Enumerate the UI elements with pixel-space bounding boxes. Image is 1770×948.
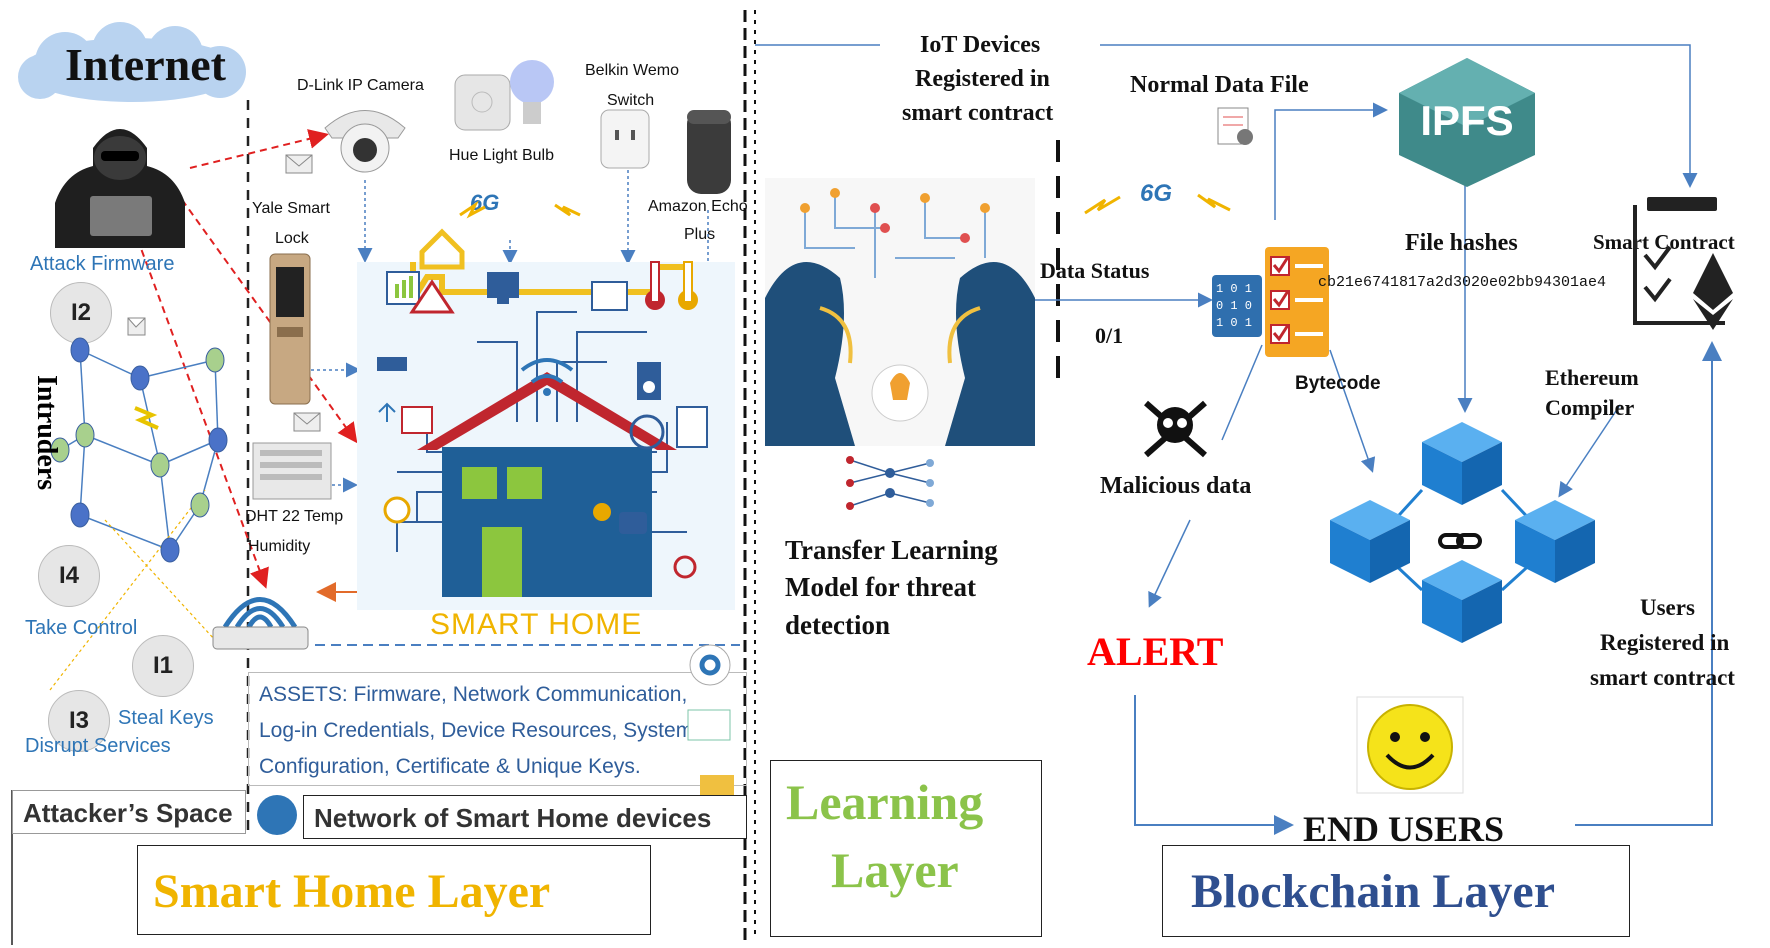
intruder-network-nodes: [50, 317, 228, 563]
end-users-label: END USERS: [1295, 808, 1513, 850]
amazon-label-1: Amazon Echo: [648, 198, 748, 215]
take-control-label: Take Control: [25, 617, 138, 639]
ipfs-logo-icon: IPFS: [1399, 58, 1535, 187]
file-hashes-label: File hashes: [1405, 230, 1518, 256]
email-icon: [285, 154, 313, 174]
malicious-data-label: Malicious data: [1100, 473, 1252, 499]
learning-layer-label-1: Learning: [786, 774, 984, 830]
assets-line-1: ASSETS: Firmware, Network Communication,: [259, 683, 688, 706]
dht-label-1: DHT 22 Temp: [245, 508, 344, 525]
learning-layer-box: Learning Layer: [770, 760, 1042, 937]
alert-label: ALERT: [1087, 629, 1224, 674]
normal-data-label: Normal Data File: [1130, 72, 1309, 98]
signal-bolts-icon: [459, 200, 581, 219]
iot-label-3: smart contract: [902, 100, 1054, 126]
hacker-icon: [55, 129, 185, 248]
binary-icon: 1 0 1 0 1 0 1 0 1: [1212, 275, 1262, 337]
hue-bulb-icon: [454, 60, 554, 131]
users-label-2: Registered in: [1600, 630, 1730, 655]
assets-box: ASSETS: Firmware, Network Communication,…: [248, 672, 747, 786]
ethereum-label-1: Ethereum: [1545, 365, 1639, 390]
disrupt-services-label: Disrupt Services: [25, 735, 171, 757]
yale-label-1: Yale Smart: [252, 200, 330, 217]
yale-label-2: Lock: [275, 230, 309, 247]
intruder-node-i3: I3: [48, 690, 110, 752]
ipfs-text: IPFS: [1420, 97, 1513, 144]
signal-bolts-icon-2: [1084, 193, 1231, 215]
amazon-label-2: Plus: [684, 226, 716, 243]
email-icon-2: [293, 412, 321, 432]
internet-label: Internet: [65, 39, 226, 90]
attacker-space-box: Attacker’s Space: [12, 790, 246, 834]
network-label: Network of Smart Home devices: [314, 803, 712, 833]
users-label-1: Users: [1640, 595, 1695, 620]
network-label-box: Network of Smart Home devices: [303, 795, 747, 839]
bytecode-label: Bytecode: [1295, 373, 1381, 394]
gear-icon: [687, 644, 734, 797]
block-left: [1330, 500, 1410, 583]
6g-badge-chain: 6G: [1140, 180, 1173, 207]
model-label-3: detection: [785, 610, 890, 640]
hash-value: cb21e6741817a2d3020e02bb94301ae4: [1318, 274, 1607, 291]
block-bottom: [1422, 560, 1502, 643]
smiley-face-icon: [1356, 696, 1464, 794]
block-top: [1422, 422, 1502, 505]
data-file-icon: [1217, 107, 1253, 145]
data-status-label: Data Status: [1040, 258, 1150, 283]
blockchain-layer-box: Blockchain Layer: [1162, 845, 1630, 937]
intruder-node-i4: I4: [38, 545, 100, 607]
dlink-camera-label: D-Link IP Camera: [297, 77, 424, 94]
wifi-router-icon: [212, 597, 309, 650]
smart-home-label: SMART HOME: [430, 608, 643, 641]
ethereum-label-2: Compiler: [1545, 395, 1635, 420]
transfer-learning-illustration: [765, 178, 1035, 446]
assets-line-2: Log-in Credentials, Device Resources, Sy…: [259, 719, 694, 742]
belkin-label-2: Switch: [607, 92, 655, 109]
internet-cloud-icon: [18, 22, 246, 102]
intruder-node-i1: I1: [132, 635, 194, 697]
model-label-1: Transfer Learning: [785, 535, 998, 565]
blockchain-layer-label: Blockchain Layer: [1191, 865, 1556, 918]
dht22-sensor-icon: [252, 442, 332, 500]
binary-row-3: 1 0 1: [1216, 316, 1253, 330]
attack-arrow-home: [174, 189, 358, 444]
neural-network-icon: [846, 456, 934, 510]
smart-lock-icon: [269, 253, 311, 405]
attacker-space-label: Attacker’s Space: [23, 798, 233, 828]
block-right: [1515, 500, 1595, 583]
steal-keys-label: Steal Keys: [118, 707, 214, 729]
model-label-2: Model for threat: [785, 572, 976, 602]
echo-speaker-icon: [687, 110, 731, 194]
intruder-node-i2: I2: [50, 282, 112, 344]
attack-arrow-router: [124, 204, 269, 589]
wemo-switch-icon: [600, 109, 650, 169]
avatar: [257, 795, 297, 835]
status-value-label: 0/1: [1095, 323, 1124, 348]
iot-label-1: IoT Devices: [920, 32, 1041, 58]
camera-icon: [324, 110, 406, 173]
smart-contract-icon: [1633, 197, 1733, 330]
users-label-3: smart contract: [1590, 665, 1735, 690]
smart-home-layer-label: Smart Home Layer: [153, 865, 551, 918]
smart-home-illustration: [377, 228, 708, 597]
blockchain-network-icon: [1330, 422, 1595, 643]
attack-firmware-label: Attack Firmware: [30, 253, 175, 275]
smart-contract-label: Smart Contract: [1593, 230, 1735, 254]
hue-label: Hue Light Bulb: [449, 147, 554, 164]
iot-label-2: Registered in: [915, 66, 1050, 92]
assets-line-3: Configuration, Certificate & Unique Keys…: [259, 755, 641, 778]
checklist-icon: [1265, 247, 1329, 357]
dht-label-2: Humidity: [248, 538, 311, 555]
intruders-label: Intruders: [31, 375, 62, 491]
binary-row-1: 1 0 1: [1216, 282, 1253, 296]
binary-row-2: 0 1 0: [1216, 299, 1253, 313]
belkin-label-1: Belkin Wemo: [585, 62, 679, 79]
smart-home-layer-box: Smart Home Layer: [137, 845, 651, 935]
learning-layer-label-2: Layer: [831, 842, 959, 898]
skull-crossbones-icon: [1144, 400, 1207, 458]
